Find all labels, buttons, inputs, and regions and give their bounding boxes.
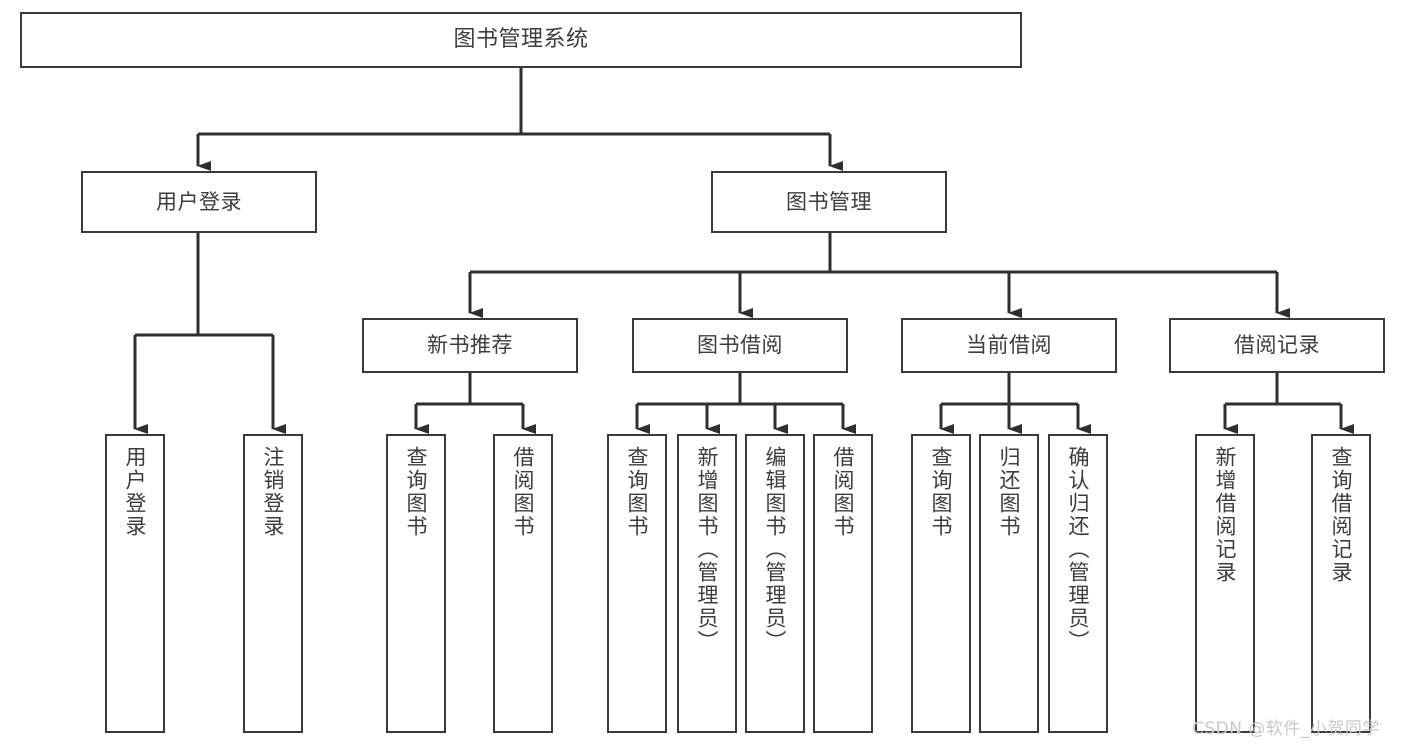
node-leaf-borrow-book-recommend[interactable]: 借阅图书 — [493, 434, 553, 733]
node-leaf-borrow-book-recommend-label: 借阅图书 — [511, 446, 536, 538]
csdn-watermark: CSDN @软件_小贺同学 — [1192, 719, 1380, 739]
node-leaf-user-login[interactable]: 用户登录 — [105, 434, 165, 733]
node-leaf-confirm-return[interactable]: 确认归还（管理员） — [1048, 434, 1108, 733]
node-borrow-record-label: 借阅记录 — [1234, 333, 1320, 358]
node-leaf-edit-book[interactable]: 编辑图书（管理员） — [745, 434, 805, 733]
node-leaf-query-book-current[interactable]: 查询图书 — [911, 434, 971, 733]
node-leaf-query-book-borrow[interactable]: 查询图书 — [607, 434, 667, 733]
node-leaf-user-logout-label: 注销登录 — [261, 446, 286, 538]
node-leaf-add-book-label: 新增图书（管理员） — [695, 446, 720, 653]
node-leaf-return-book-label: 归还图书 — [997, 446, 1022, 538]
node-book-manage[interactable]: 图书管理 — [711, 171, 947, 233]
node-leaf-add-borrow-record-label: 新增借阅记录 — [1213, 446, 1238, 584]
node-leaf-user-login-label: 用户登录 — [123, 446, 148, 538]
node-leaf-add-book[interactable]: 新增图书（管理员） — [677, 434, 737, 733]
node-user-login-label: 用户登录 — [156, 189, 242, 214]
node-current-borrow[interactable]: 当前借阅 — [901, 318, 1117, 373]
node-leaf-borrow-book[interactable]: 借阅图书 — [813, 434, 873, 733]
node-book-borrow[interactable]: 图书借阅 — [632, 318, 848, 373]
node-root[interactable]: 图书管理系统 — [20, 12, 1022, 68]
node-leaf-query-book-current-label: 查询图书 — [929, 446, 954, 538]
node-leaf-query-borrow-record[interactable]: 查询借阅记录 — [1311, 434, 1371, 733]
node-borrow-record[interactable]: 借阅记录 — [1169, 318, 1385, 373]
node-leaf-borrow-book-label: 借阅图书 — [831, 446, 856, 538]
node-new-book-recommend-label: 新书推荐 — [427, 333, 513, 358]
node-leaf-confirm-return-label: 确认归还（管理员） — [1066, 446, 1091, 653]
node-leaf-query-book-recommend-label: 查询图书 — [404, 446, 429, 538]
node-user-login[interactable]: 用户登录 — [81, 171, 317, 233]
node-leaf-user-logout[interactable]: 注销登录 — [243, 434, 303, 733]
node-book-manage-label: 图书管理 — [786, 189, 872, 214]
node-new-book-recommend[interactable]: 新书推荐 — [362, 318, 578, 373]
node-root-label: 图书管理系统 — [453, 27, 589, 53]
node-leaf-query-borrow-record-label: 查询借阅记录 — [1329, 446, 1354, 584]
node-leaf-query-book-borrow-label: 查询图书 — [625, 446, 650, 538]
node-book-borrow-label: 图书借阅 — [697, 333, 783, 358]
node-leaf-query-book-recommend[interactable]: 查询图书 — [386, 434, 446, 733]
node-current-borrow-label: 当前借阅 — [966, 333, 1052, 358]
node-leaf-return-book[interactable]: 归还图书 — [979, 434, 1039, 733]
node-leaf-edit-book-label: 编辑图书（管理员） — [763, 446, 788, 653]
node-leaf-add-borrow-record[interactable]: 新增借阅记录 — [1195, 434, 1255, 733]
